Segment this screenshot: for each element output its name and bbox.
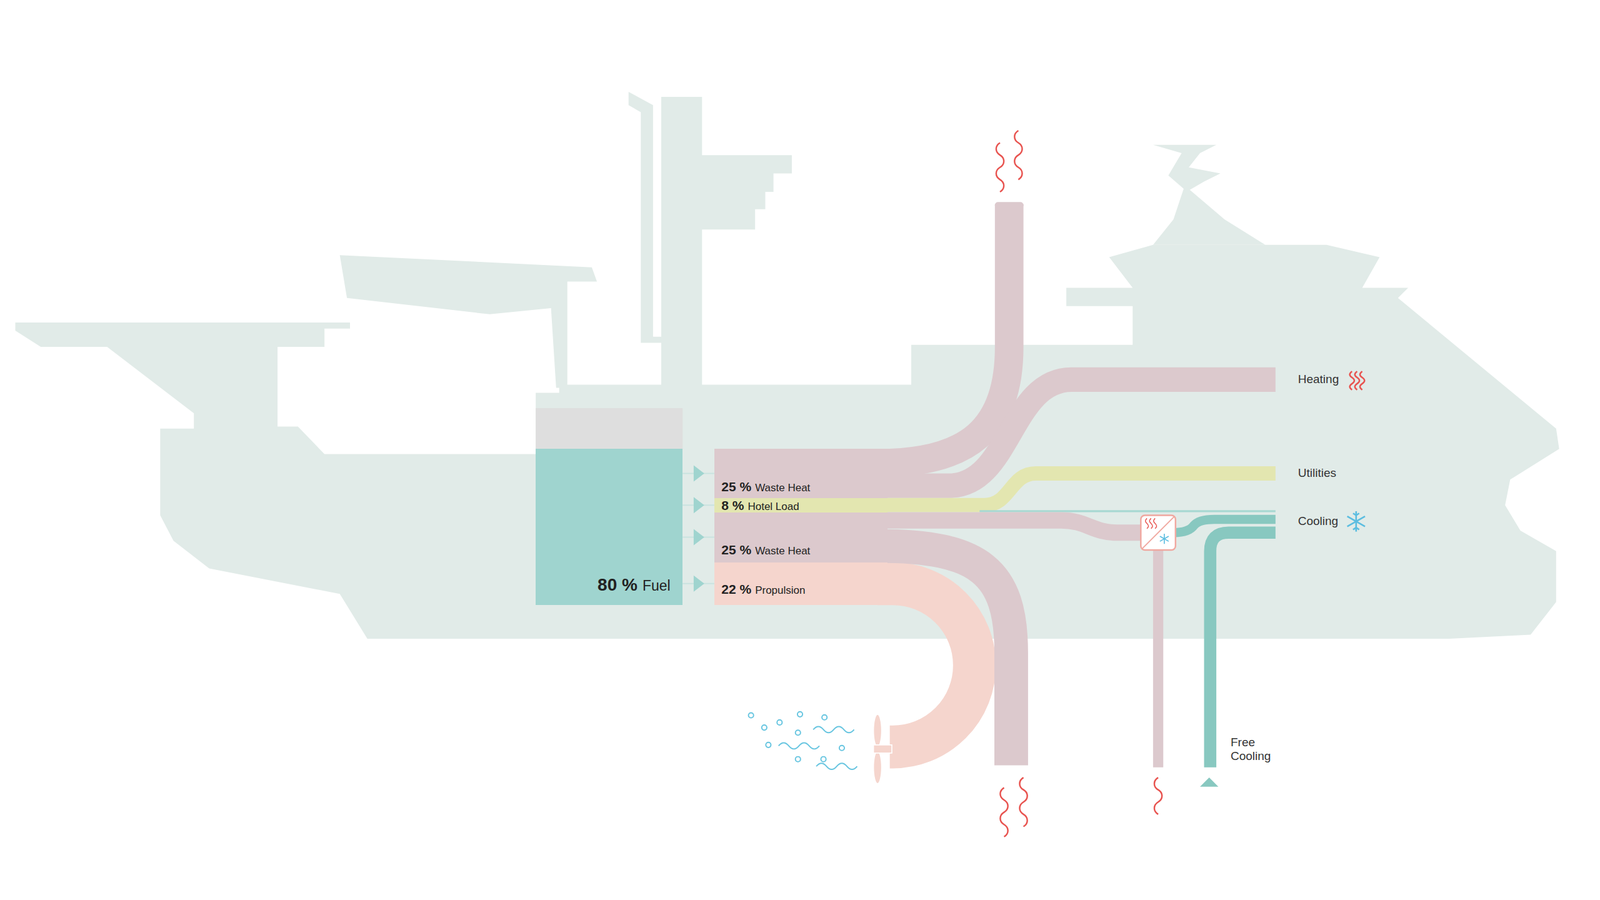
heat-wave — [1019, 777, 1027, 827]
percentage: 22 % — [721, 582, 752, 596]
pipe-top — [995, 201, 1024, 209]
propeller-hub — [873, 745, 892, 754]
exchanger-heat — [1145, 518, 1157, 529]
tank-top — [535, 408, 683, 449]
exchanger-drain — [1153, 550, 1164, 768]
bubble — [797, 711, 803, 717]
bubble — [795, 756, 801, 762]
flake-arm — [1347, 516, 1365, 527]
propulsion-flow — [877, 583, 975, 747]
heat-wave — [1145, 518, 1149, 529]
arrow-head — [693, 529, 705, 546]
water-wave — [813, 726, 854, 733]
flake-arm — [1160, 536, 1169, 542]
energy-band: 25 %Waste Heat — [714, 512, 889, 563]
text-row: 25 %Waste Heat — [721, 480, 810, 494]
flow-label: Cooling — [1298, 514, 1390, 529]
water-wave — [816, 763, 857, 770]
flow-connector — [682, 465, 715, 482]
bubble — [776, 720, 782, 725]
exchanger-divider — [1141, 516, 1175, 549]
bubble — [820, 756, 826, 762]
arrow-head — [693, 465, 705, 482]
flow-name: Waste Heat — [755, 482, 810, 494]
flow-bands — [877, 201, 1276, 767]
connector-line — [682, 536, 715, 539]
heat-exchanger — [1140, 515, 1176, 550]
flow-name: Hotel Load — [747, 501, 799, 512]
flow-name: Propulsion — [755, 585, 805, 596]
heat-wave — [1000, 787, 1008, 837]
tower — [661, 96, 792, 388]
heat-waves — [996, 130, 1365, 837]
flake-arm — [1160, 536, 1169, 542]
heat-wave — [1154, 777, 1162, 815]
arrow-head — [693, 496, 705, 514]
energy-band: 22 %Propulsion — [714, 562, 889, 606]
flow-name: Waste Heat — [755, 545, 810, 557]
percentage: 25 % — [721, 480, 752, 494]
flow-label: Free Cooling — [1230, 735, 1284, 764]
bubble — [821, 715, 827, 720]
text-row: 25 %Waste Heat — [721, 543, 810, 557]
percentage: 25 % — [721, 543, 752, 557]
crane-arm — [340, 255, 597, 388]
mast — [628, 91, 662, 344]
heat-wave — [1153, 518, 1157, 529]
flake-tip — [1353, 513, 1360, 515]
ship-silhouette — [15, 91, 1559, 639]
cooling-thin-flow — [979, 510, 1275, 512]
heat-wave — [1360, 371, 1365, 390]
propeller — [873, 714, 892, 784]
propeller-blade — [873, 714, 882, 747]
flake-arm — [1347, 516, 1365, 527]
percentage: 80 % — [597, 576, 638, 594]
fuel-tank: 80 %Fuel — [535, 448, 683, 605]
waste-heat-up-pipe — [877, 204, 1010, 464]
heat-wave — [1350, 371, 1355, 390]
flow-name: Fuel — [642, 578, 671, 594]
text-row: 22 %Propulsion — [721, 582, 805, 596]
flake-tip — [1353, 527, 1360, 530]
connector-line — [682, 504, 715, 506]
text-row: 80 %Fuel — [597, 576, 671, 594]
waste-heat-down-pipe — [877, 545, 1012, 765]
bubble — [748, 712, 754, 718]
propeller-blade — [873, 751, 882, 784]
bubble — [839, 745, 845, 751]
snowflake — [1347, 511, 1365, 532]
water — [748, 711, 858, 770]
water-wave — [778, 743, 820, 750]
hull — [15, 245, 1559, 639]
bubble — [795, 730, 801, 735]
energy-band: 8 %Hotel Load — [714, 498, 889, 513]
exchanger-snowflake — [1160, 533, 1169, 544]
heat-wave — [1149, 518, 1153, 529]
flow-connector — [682, 529, 715, 546]
flow-connector — [682, 496, 715, 514]
connector-line — [682, 583, 715, 585]
free-cooling-flow — [1210, 532, 1275, 768]
arrow-head — [693, 575, 705, 592]
intake-triangle — [1200, 777, 1219, 787]
bridge-mast — [1153, 145, 1266, 245]
percentage: 8 % — [721, 498, 744, 512]
flow-label: Heating — [1298, 372, 1390, 387]
connector-line — [682, 473, 715, 475]
utilities-flow — [877, 473, 1276, 506]
flow-label: Utilities — [1298, 466, 1390, 480]
exchanger-feed — [877, 520, 1149, 534]
heat-wave — [1014, 130, 1022, 180]
text-row: 8 %Hotel Load — [721, 498, 799, 512]
heat-wave — [996, 143, 1004, 192]
heat-wave — [1355, 371, 1360, 390]
exchanger-box — [1140, 515, 1176, 550]
energy-band: 25 %Waste Heat — [714, 448, 889, 498]
bubble — [761, 725, 767, 730]
flow-connector — [682, 575, 715, 592]
bubble — [765, 742, 771, 748]
